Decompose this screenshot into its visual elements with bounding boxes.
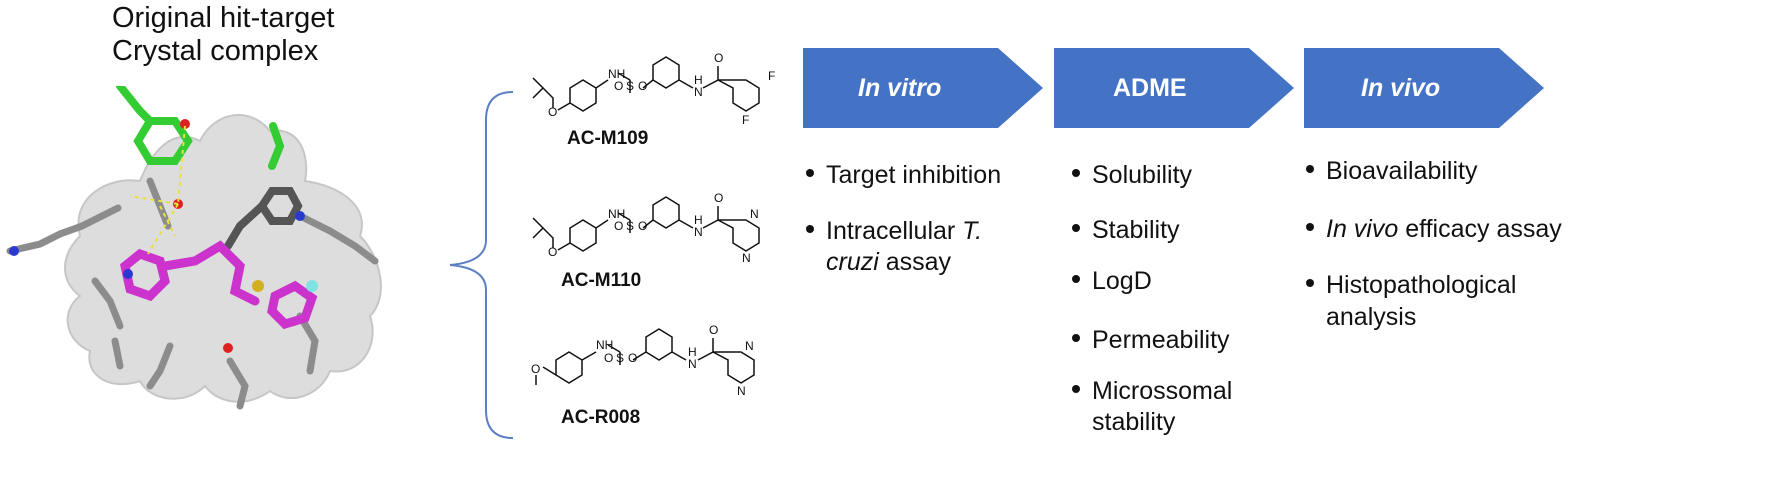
stage-label-in-vitro: In vitro: [858, 74, 942, 102]
structure-ac-m109: O NH S O O H N O F F: [532, 51, 775, 127]
stage-arrow-in-vitro: In vitro: [803, 48, 1043, 128]
atom-h: H: [688, 345, 697, 359]
figure-title: Original hit-target Crystal complex: [112, 2, 334, 68]
dark-residue: [224, 187, 303, 250]
atom-f1: F: [768, 69, 775, 83]
hydrogen-bonds: [129, 125, 186, 255]
atom-f2: F: [742, 113, 749, 127]
atom-o: O: [548, 105, 557, 119]
list-item-continuation: cruzi assay: [826, 244, 951, 280]
list-item-continuation: analysis: [1326, 303, 1417, 331]
bullet-icon: [1072, 275, 1080, 284]
item-text: Intracellular: [826, 217, 963, 245]
molecular-surface: [64, 114, 382, 403]
atom-nh: NH: [608, 67, 625, 81]
item-text: Microssomal: [1092, 377, 1233, 405]
item-text: Stability: [1092, 216, 1180, 244]
gray-residues: [6, 177, 379, 410]
bullet-icon: [806, 169, 814, 178]
atom-o: O: [548, 245, 557, 259]
compound-name-ac-m109: AC-M109: [567, 128, 649, 149]
item-text: Target inhibition: [826, 161, 1002, 189]
bullet-icon: [1072, 334, 1080, 343]
bullet-icon: [1306, 223, 1314, 232]
compound-name-ac-m110: AC-M110: [561, 270, 642, 291]
list-item: LogD: [1072, 263, 1152, 299]
item-text: Permeability: [1092, 326, 1230, 354]
atom-o2: O: [638, 219, 647, 233]
item-text: efficacy assay: [1398, 215, 1562, 243]
atom-o: O: [531, 362, 540, 376]
item-text: Solubility: [1092, 161, 1193, 189]
item-text: assay: [878, 248, 952, 276]
atom-n2: N: [737, 384, 746, 398]
atom-n: N: [694, 225, 703, 239]
title-line-1: Original hit-target: [112, 2, 335, 34]
atom-n: N: [688, 357, 697, 371]
green-residues: [116, 86, 285, 170]
bullet-icon: [1072, 169, 1080, 178]
sulfur-atom: [252, 280, 264, 292]
item-text: Bioavailability: [1326, 157, 1478, 185]
stage-arrow-adme: ADME: [1054, 48, 1294, 128]
atom-nh: NH: [596, 338, 613, 352]
atom-n1: N: [750, 207, 759, 221]
atom-n2: N: [742, 251, 751, 265]
stage-arrow-in-vivo: In vivo: [1304, 48, 1544, 128]
list-item: Target inhibition: [806, 157, 1001, 193]
list-item: Stability: [1072, 212, 1180, 248]
bullet-icon: [1072, 385, 1080, 394]
crystal-complex-image: [6, 86, 382, 410]
list-item: Solubility: [1072, 157, 1192, 193]
list-item: Permeability: [1072, 322, 1230, 358]
item-text: Histopathological: [1326, 271, 1517, 299]
atom-n1: N: [745, 339, 754, 353]
list-item: Histopathological: [1306, 267, 1516, 303]
atom-nh: NH: [608, 207, 625, 221]
item-text: LogD: [1092, 267, 1152, 295]
item-text-italic: T.: [962, 217, 983, 245]
structure-ac-r008: O NH S O O H N O N N: [531, 323, 755, 398]
atom-s: S: [626, 79, 634, 93]
bullet-icon: [1306, 165, 1314, 174]
list-item: Microssomal: [1072, 373, 1232, 409]
item-text-italic: In vivo: [1326, 215, 1399, 243]
atom-h: H: [694, 73, 703, 87]
title-line-2: Crystal complex: [112, 35, 319, 67]
atom-co: O: [714, 191, 723, 205]
list-item: Intracellular T.: [806, 213, 982, 249]
compound-bracket: [449, 91, 514, 439]
bullet-icon: [806, 225, 814, 234]
stage-label-in-vivo: In vivo: [1361, 74, 1441, 102]
structure-ac-m110: O NH S O O H N O N N: [532, 191, 760, 265]
atom-n: N: [694, 85, 703, 99]
atom-s: S: [626, 219, 634, 233]
list-item: In vivo efficacy assay: [1306, 211, 1562, 247]
stage-label-adme: ADME: [1113, 74, 1187, 102]
atom-s: S: [616, 351, 624, 365]
bullet-icon: [1072, 224, 1080, 233]
atom-o1: O: [614, 79, 623, 93]
atom-o1: O: [614, 219, 623, 233]
bullet-icon: [1306, 279, 1314, 288]
ligand: [120, 240, 318, 330]
compound-name-ac-r008: AC-R008: [561, 407, 641, 428]
atom-o2: O: [628, 351, 637, 365]
list-item: Bioavailability: [1306, 153, 1477, 189]
atom-co: O: [714, 51, 723, 65]
atom-o2: O: [638, 79, 647, 93]
atom-o1: O: [604, 351, 613, 365]
list-item-continuation: stability: [1092, 408, 1176, 436]
item-text-italic: cruzi: [826, 248, 879, 276]
atom-co: O: [709, 323, 718, 337]
atom-h: H: [694, 213, 703, 227]
